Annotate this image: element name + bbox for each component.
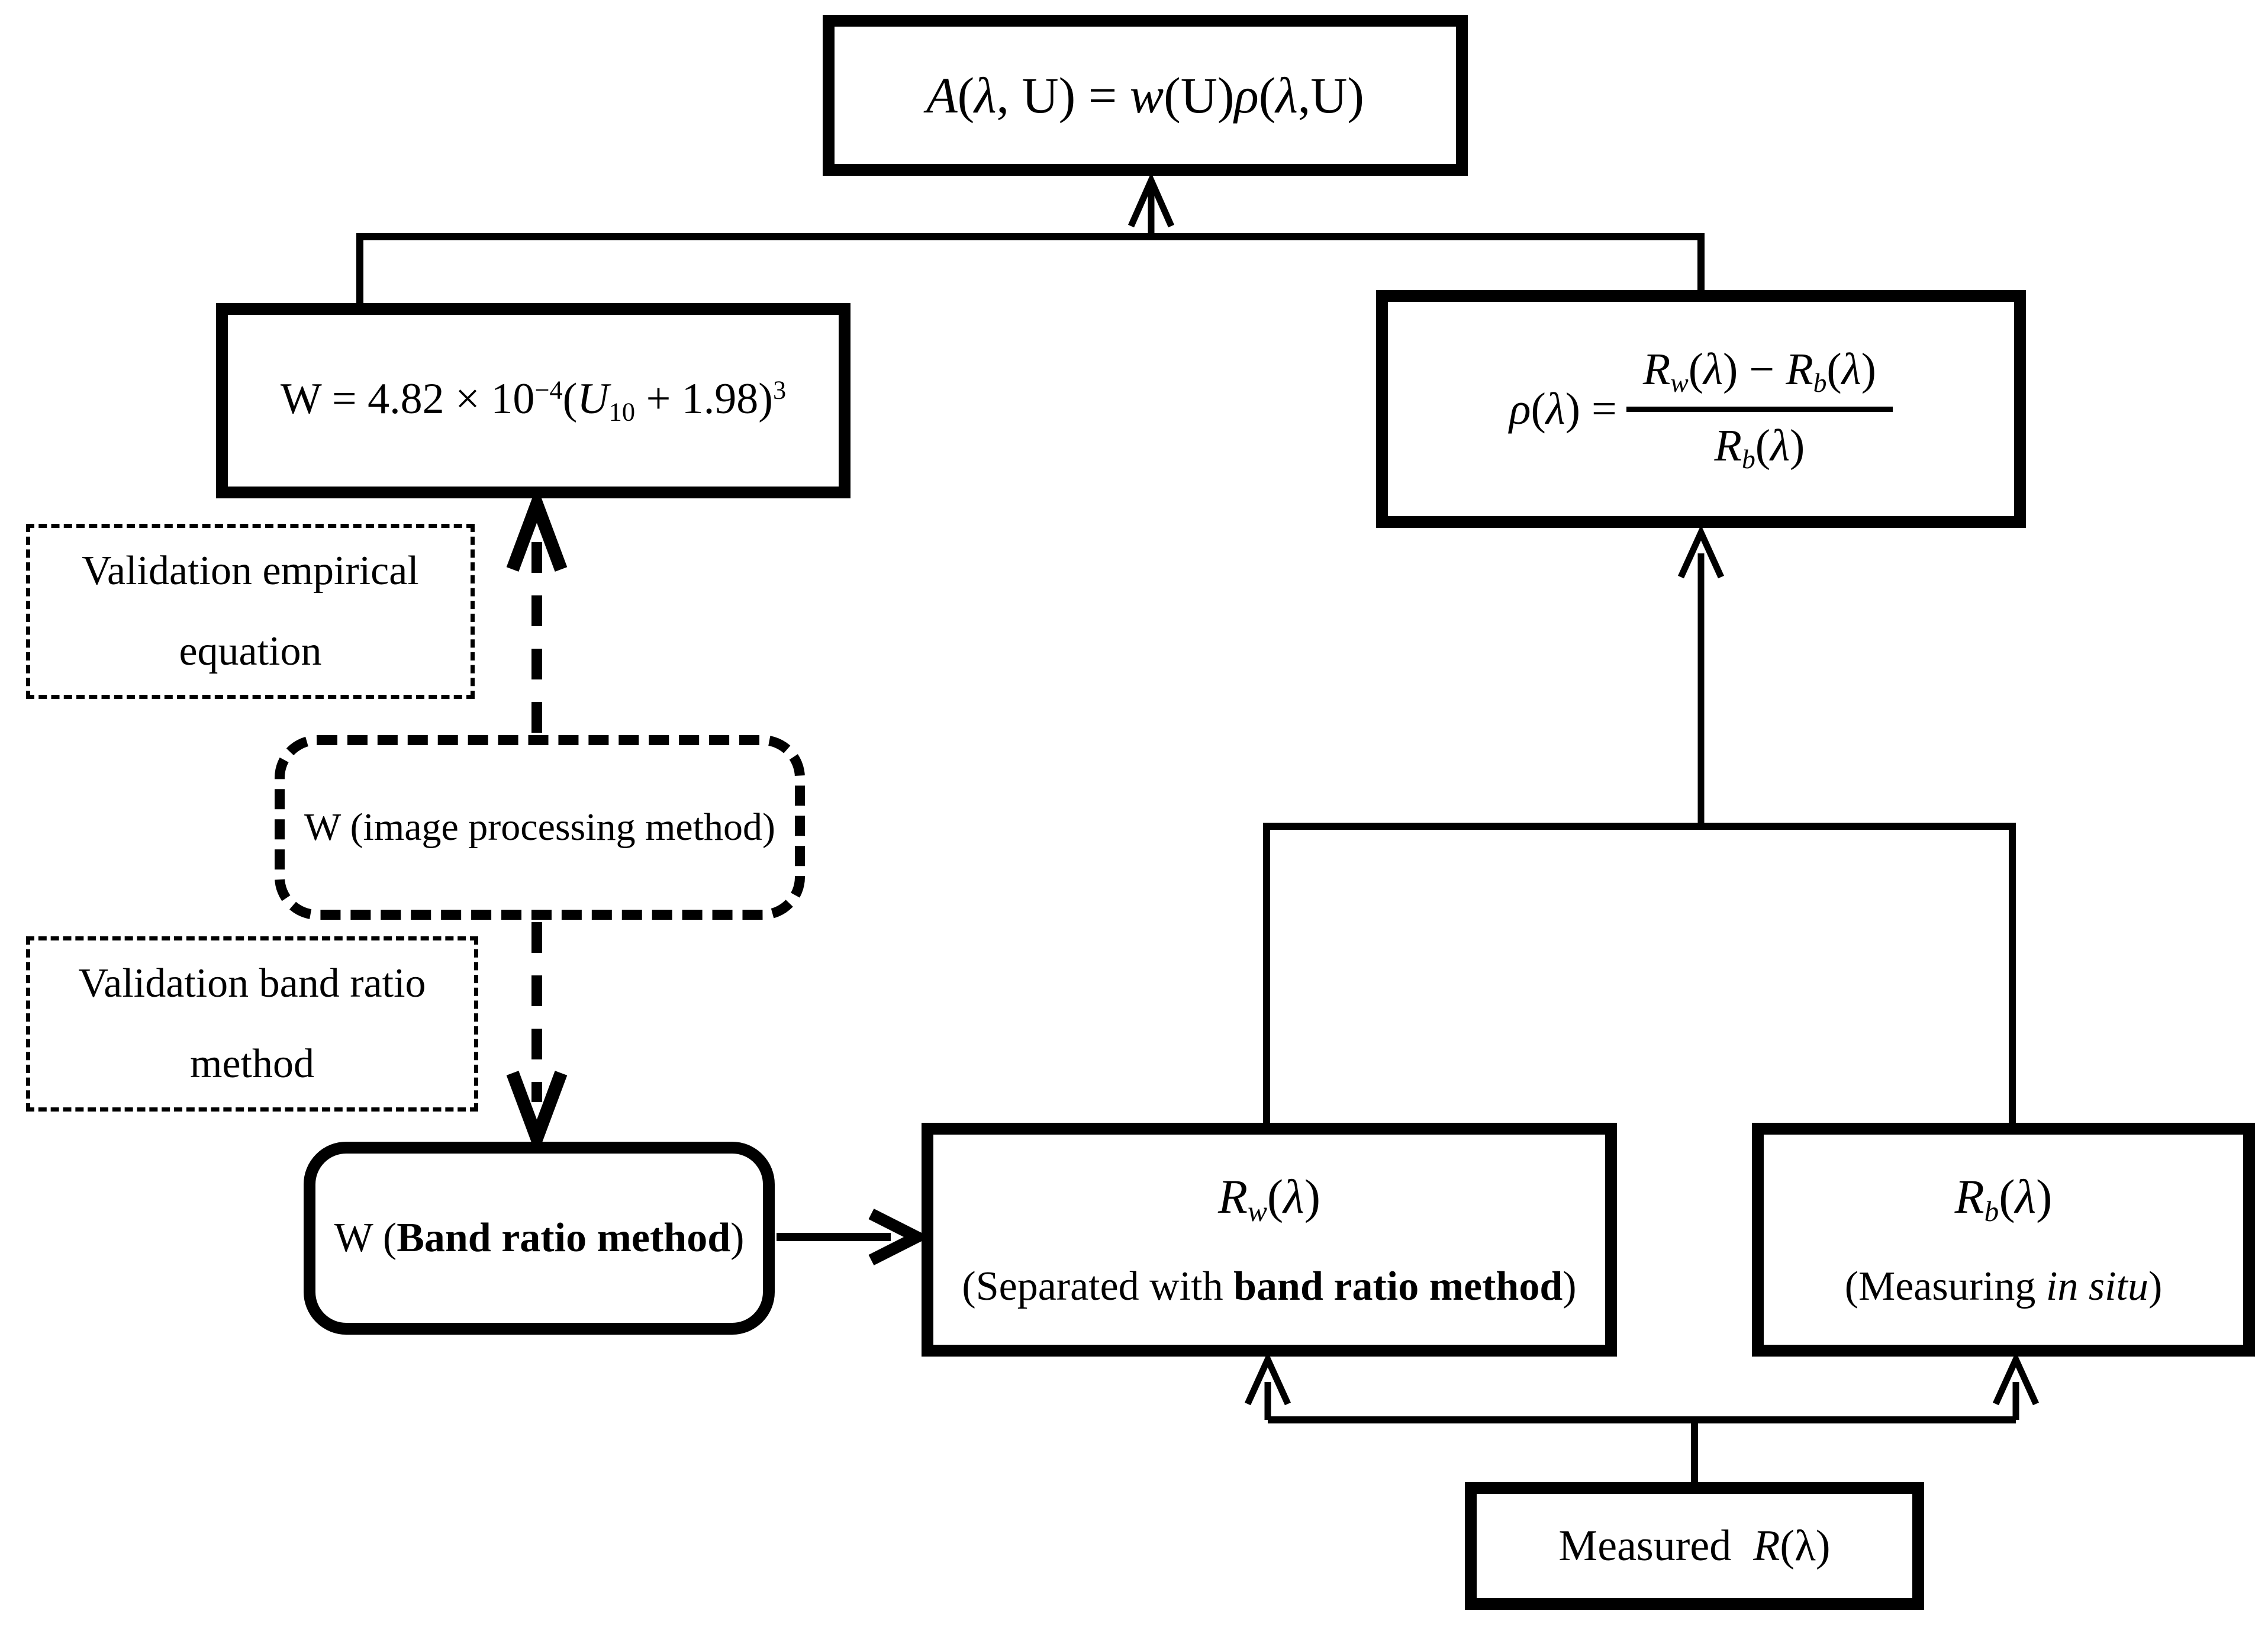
dashed-arrowhead-up bbox=[506, 485, 568, 572]
wind-speed-equation-text: W = 4.82 × 10−4(U10 + 1.98)3 bbox=[280, 375, 787, 427]
rho-equation-text: ρ(λ) = Rw(λ) − Rb(λ) Rb(λ) bbox=[1509, 344, 1893, 475]
box-validation-empirical: Validation empirical equation bbox=[26, 524, 475, 699]
final-equation-text: A(λ, U) = w(U)ρ(λ,U) bbox=[926, 67, 1364, 124]
box-wind-speed-equation: W = 4.82 × 10−4(U10 + 1.98)3 bbox=[216, 303, 851, 498]
box-measured-r-lambda: Measured R(λ) bbox=[1465, 1482, 1924, 1610]
box-validation-band-ratio: Validation band ratio method bbox=[26, 936, 478, 1112]
w-band-ratio-label: W (Band ratio method) bbox=[334, 1215, 745, 1261]
box-rw-lambda: Rw(λ) (Separated with band ratio method) bbox=[922, 1123, 1617, 1357]
connector-rho-merge bbox=[1263, 823, 2016, 1123]
box-w-band-ratio-method: W (Band ratio method) bbox=[304, 1142, 775, 1335]
validation-empirical-label: Validation empirical equation bbox=[82, 547, 419, 675]
validation-band-ratio-label: Validation band ratio method bbox=[78, 960, 426, 1087]
rw-title: Rw(λ) bbox=[1217, 1170, 1321, 1228]
box-rb-lambda: Rb(λ) (Measuring in situ) bbox=[1752, 1123, 2255, 1357]
arrowhead-to-final bbox=[1127, 172, 1175, 228]
box-rho-equation: ρ(λ) = Rw(λ) − Rb(λ) Rb(λ) bbox=[1376, 290, 2026, 528]
arrowhead-to-rho bbox=[1677, 524, 1725, 579]
rho-fraction-denominator: Rb(λ) bbox=[1626, 406, 1893, 475]
box-final-equation: A(λ, U) = w(U)ρ(λ,U) bbox=[823, 15, 1468, 176]
rho-fraction-numerator: Rw(λ) − Rb(λ) bbox=[1642, 344, 1876, 398]
measured-r-label: Measured R(λ) bbox=[1558, 1521, 1831, 1570]
rw-subtitle: (Separated with band ratio method) bbox=[962, 1263, 1577, 1309]
arrowhead-to-rw bbox=[1244, 1351, 1291, 1406]
rb-subtitle: (Measuring in situ) bbox=[1844, 1263, 2163, 1309]
rho-equation-fraction: Rw(λ) − Rb(λ) Rb(λ) bbox=[1626, 344, 1893, 475]
rb-title: Rb(λ) bbox=[1954, 1170, 2053, 1228]
arrowhead-wband-to-rw bbox=[868, 1209, 930, 1265]
arrowhead-to-rb bbox=[1992, 1351, 2040, 1406]
image-processing-label: W (image processing method) bbox=[304, 806, 776, 849]
rho-equation-lhs: ρ(λ) = bbox=[1509, 384, 1617, 434]
dashed-arrowhead-down bbox=[506, 1071, 568, 1157]
connector-top-split bbox=[356, 233, 1705, 303]
box-image-processing-method: W (image processing method) bbox=[275, 735, 805, 920]
